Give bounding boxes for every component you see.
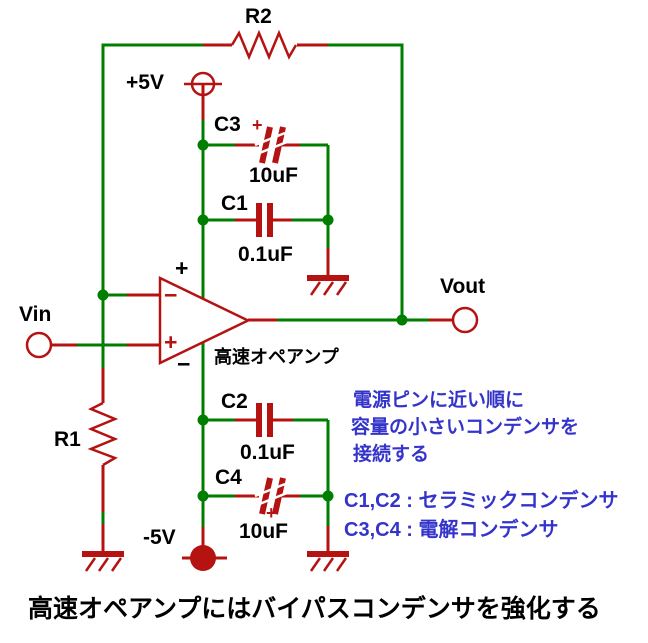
junction-dot: [396, 314, 408, 326]
opamp-triangle: [158, 276, 251, 365]
r1-label: R1: [54, 428, 81, 451]
r2-label: R2: [245, 5, 272, 28]
c2-label: C2: [221, 390, 248, 413]
junction-dot: [197, 490, 209, 502]
vin-terminal: [25, 331, 53, 359]
minus5v-label: -5V: [143, 526, 176, 549]
junction-dot: [97, 289, 109, 301]
c3-capacitor: [254, 126, 288, 164]
minus5v-power-icon: [190, 545, 216, 571]
c3-label: C3: [214, 113, 241, 136]
junction-dot: [322, 490, 334, 502]
note-placement-line1: 電源ピンに近い順に: [353, 390, 525, 411]
c3-value-label: 10uF: [249, 164, 299, 187]
plus5v-power-icon: [184, 71, 222, 97]
junction-dot: [197, 139, 209, 151]
junction-dot: [322, 214, 334, 226]
note-placement-line3: 接続する: [353, 444, 430, 465]
junction-dot: [197, 414, 209, 426]
diagram-title: 高速オペアンプにはバイパスコンデンサを強化する: [28, 595, 601, 623]
junction-dot: [197, 214, 209, 226]
legend-electrolytic: C3,C4 : 電解コンデンサ: [344, 519, 559, 541]
junction-dots: [97, 139, 408, 502]
opamp-noninverting-sign: +: [164, 329, 178, 355]
ground-icon-r1: [82, 551, 124, 572]
c1-capacitor: [256, 203, 273, 237]
opamp-inverting-sign: −: [164, 282, 178, 308]
vout-label: Vout: [440, 275, 486, 298]
ground-icon-c4: [307, 551, 349, 572]
c4-capacitor: [254, 477, 288, 515]
c4-label: C4: [215, 466, 242, 489]
legend-ceramic: C1,C2 : セラミックコンデンサ: [344, 490, 619, 512]
opamp-power-minus-sign: −: [177, 351, 191, 377]
note-placement-line2: 容量の小さいコンデンサを: [351, 417, 580, 438]
c4-value-label: 10uF: [239, 520, 289, 543]
c4-polarity-mark: +: [266, 503, 277, 523]
c1-label: C1: [221, 192, 248, 215]
vout-terminal: [451, 306, 479, 334]
ground-icon-c1: [307, 275, 349, 296]
opamp-label: 高速オペアンプ: [214, 347, 339, 367]
wire-feedback-left: [101, 43, 203, 368]
r2-resistor: [230, 29, 298, 61]
wire-feedback-right: [328, 43, 404, 320]
c3-polarity-mark: +: [252, 115, 263, 135]
vin-label: Vin: [19, 303, 52, 326]
c2-capacitor: [256, 403, 273, 437]
r1-resistor: [87, 401, 119, 467]
opamp-power-plus-sign: +: [175, 255, 189, 281]
plus5v-label: +5V: [126, 71, 164, 94]
c1-value-label: 0.1uF: [238, 243, 293, 266]
c2-value-label: 0.1uF: [240, 441, 295, 464]
